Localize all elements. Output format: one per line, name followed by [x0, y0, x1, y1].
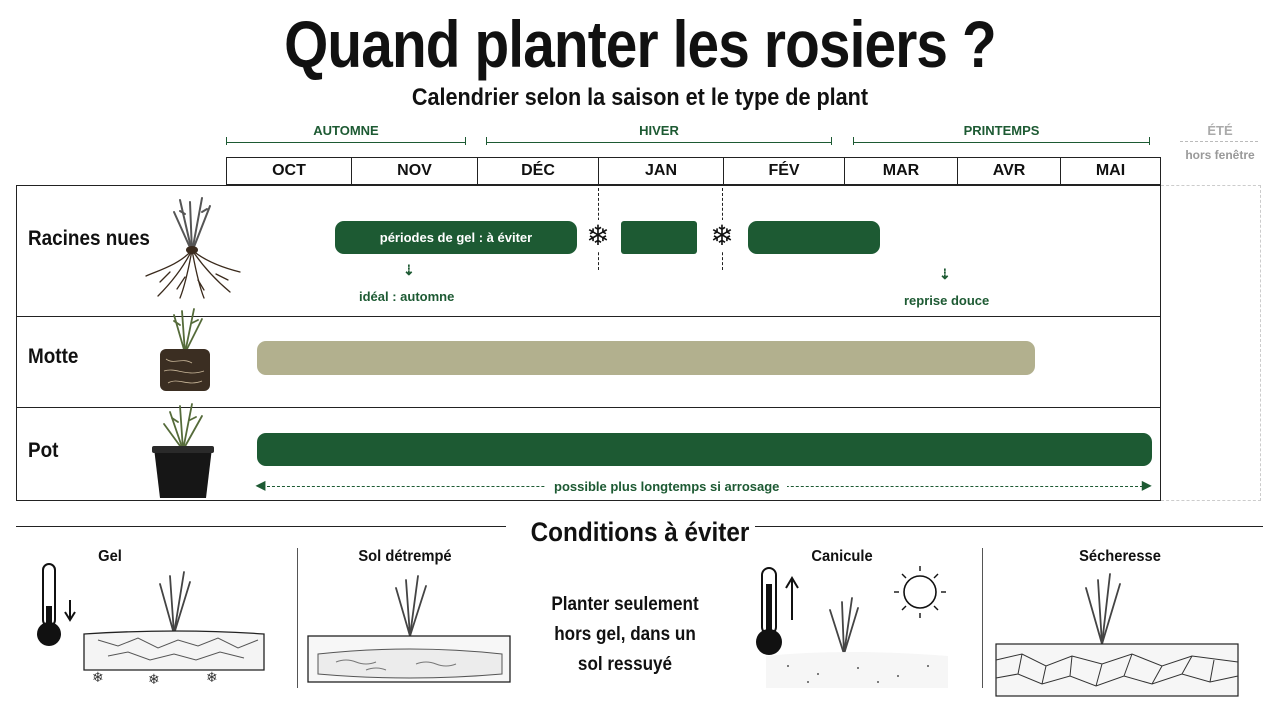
bare-root-window-autumn: périodes de gel : à éviter	[335, 221, 577, 254]
conditions-title: Conditions à éviter	[530, 517, 750, 547]
season-autumn-bracket	[226, 137, 466, 145]
month-may: MAI	[1060, 157, 1161, 185]
bare-root-window-spring	[748, 221, 880, 254]
season-summer-label: ÉTÉ	[1207, 123, 1233, 138]
condition-label-drought: Sécheresse	[1079, 548, 1161, 565]
bare-root-note-ideal: idéal : automne	[359, 289, 455, 304]
cracked-dry-soil-icon	[995, 573, 1239, 697]
season-spring-label: PRINTEMPS	[963, 123, 1040, 138]
bare-root-note-recovery: reprise douce	[904, 293, 990, 308]
page-title: Quand planter les rosiers ?	[284, 7, 997, 81]
calendar-grid	[16, 185, 1161, 501]
frost-thermometer-icon: ❄ ❄ ❄	[37, 563, 265, 687]
month-jan: JAN	[598, 157, 724, 185]
root-ball-rose-icon	[160, 308, 210, 391]
planting-advice: Planter seulement hors gel, dans un sol …	[544, 590, 706, 680]
month-oct: OCT	[226, 157, 352, 185]
section-rule-right	[755, 526, 1263, 527]
month-feb: FÉV	[723, 157, 845, 185]
svg-text:❄: ❄	[206, 669, 218, 685]
condition-divider	[982, 548, 983, 688]
condition-label-waterlogged: Sol détrempé	[358, 548, 452, 565]
pot-note: possible plus longtemps si arrosage	[546, 479, 788, 494]
arrow-left-icon: ◀	[256, 478, 266, 492]
arrow-down-icon: ⇣	[403, 262, 415, 278]
condition-label-frost: Gel	[98, 548, 122, 565]
section-rule-left	[16, 526, 506, 527]
month-apr: AVR	[957, 157, 1061, 185]
row-label-root-ball: Motte	[28, 345, 79, 368]
season-winter-label: HIVER	[639, 123, 679, 138]
condition-divider	[297, 548, 298, 688]
planting-advice-line: Planter seulement	[551, 594, 699, 615]
root-ball-window	[257, 341, 1035, 375]
svg-text:❄: ❄	[92, 669, 104, 685]
planting-advice-line: sol ressuyé	[577, 654, 673, 675]
arrow-right-icon: ▶	[1142, 478, 1152, 492]
condition-label-heatwave: Canicule	[811, 548, 873, 565]
snowflake-icon: ❄	[583, 220, 613, 252]
month-nov: NOV	[351, 157, 478, 185]
row-divider-2	[16, 407, 1161, 408]
row-label-pot: Pot	[28, 439, 59, 462]
month-dec: DÉC	[477, 157, 599, 185]
summer-divider	[1180, 141, 1258, 142]
svg-text:❄: ❄	[148, 671, 160, 687]
planting-advice-line: hors gel, dans un	[554, 624, 696, 645]
bare-root-window-january	[621, 221, 697, 254]
waterlogged-soil-icon	[307, 575, 511, 683]
potted-rose-icon	[152, 403, 214, 498]
page-subtitle: Calendrier selon la saison et le type de…	[411, 84, 869, 111]
month-mar: MAR	[844, 157, 958, 185]
pot-window	[257, 433, 1152, 466]
snowflake-icon: ❄	[707, 220, 737, 252]
arrow-down-icon: ⇣	[939, 266, 951, 282]
bare-root-rose-icon	[145, 197, 241, 299]
season-spring-bracket	[853, 137, 1150, 145]
heatwave-thermometer-icon	[756, 566, 948, 688]
summer-dashed-zone	[1161, 185, 1261, 501]
row-label-bare-root: Racines nues	[28, 227, 150, 250]
season-winter-bracket	[486, 137, 832, 145]
row-divider-1	[16, 316, 1161, 317]
season-summer-note: hors fenêtre	[1185, 148, 1255, 162]
season-autumn-label: AUTOMNE	[313, 123, 379, 138]
